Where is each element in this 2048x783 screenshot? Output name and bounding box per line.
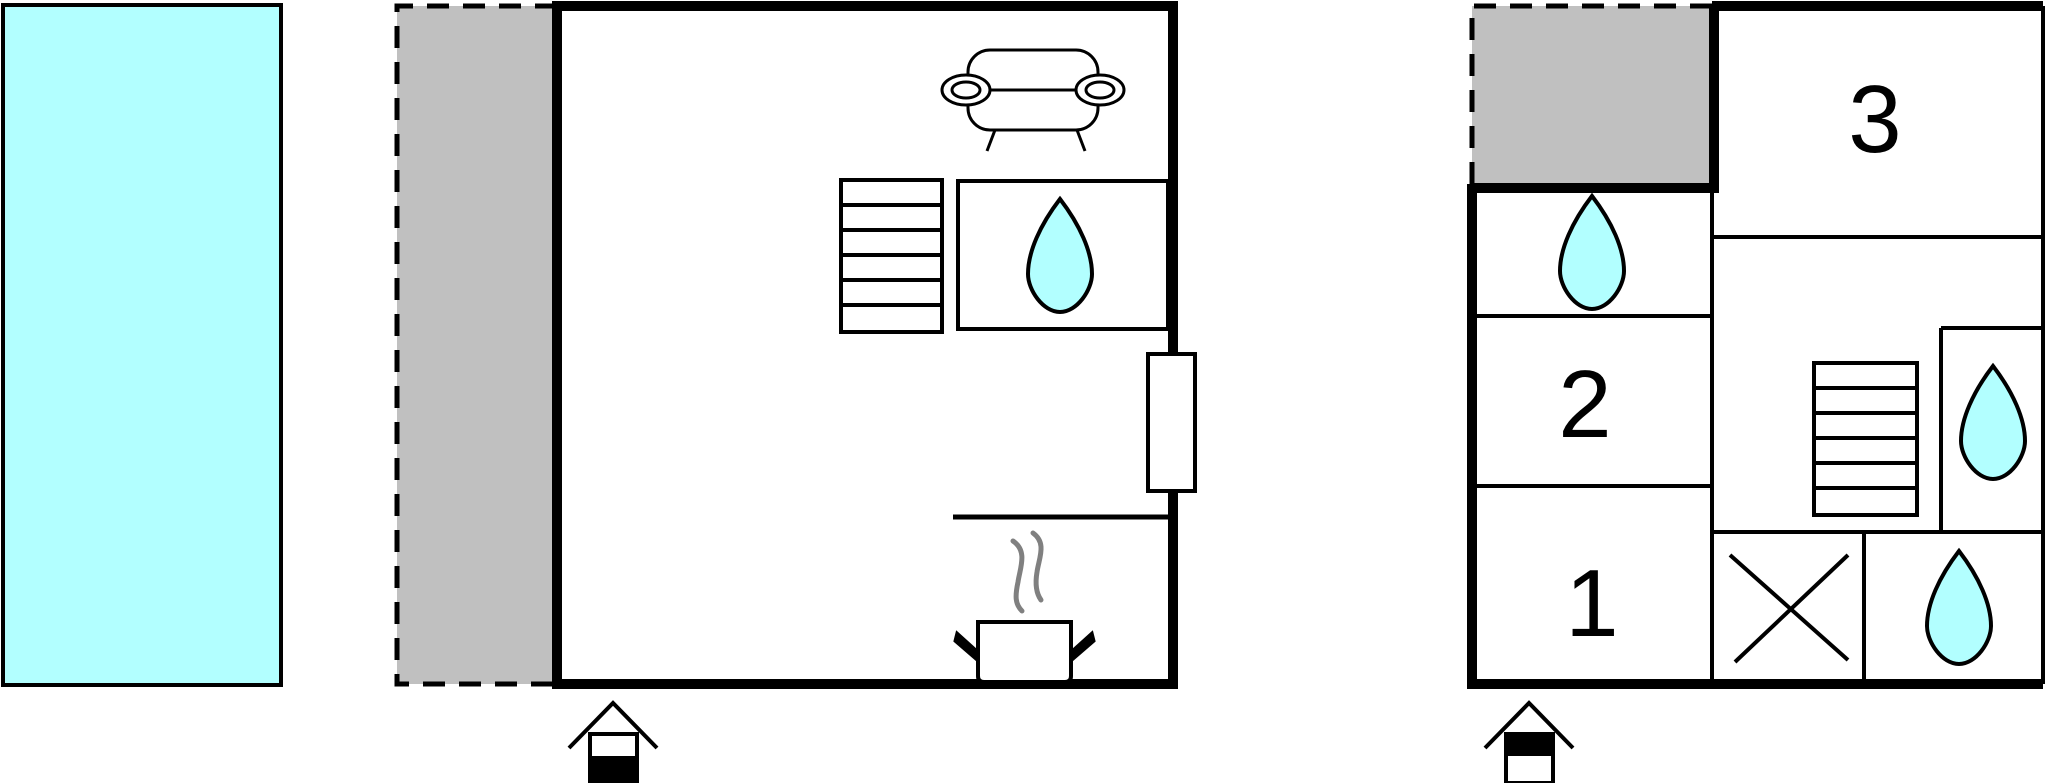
room-number-3: 3 <box>1848 66 1901 173</box>
entrance-house-icon <box>567 700 659 783</box>
floor-1 <box>394 1 1197 783</box>
radiator-icon <box>1812 361 1919 517</box>
pool-area <box>1 3 283 687</box>
entrance-house-icon <box>1483 700 1575 783</box>
sofa-icon <box>940 48 1126 152</box>
cross-icon <box>1728 553 1850 664</box>
water-drop-icon <box>1924 547 1994 667</box>
floor2-inner-walls <box>1472 6 2045 684</box>
steam-icon <box>1010 530 1044 614</box>
radiator-icon <box>839 178 944 334</box>
terrace-outline <box>1469 3 1712 184</box>
terrace-area <box>1472 6 1712 184</box>
water-drop-icon <box>1025 195 1095 315</box>
room-number-1: 1 <box>1565 550 1618 657</box>
floor-2: 3 2 1 <box>1467 1 2045 783</box>
floor1-outer-wall <box>552 1 1178 689</box>
room-number-2: 2 <box>1558 351 1611 458</box>
terrace-outline <box>394 3 557 687</box>
water-drop-icon <box>1557 192 1627 312</box>
terrace-area <box>397 6 557 684</box>
cooking-pot-icon <box>953 620 1096 684</box>
floor2-outer-wall <box>1467 184 2043 689</box>
water-drop-icon <box>1958 362 2028 482</box>
door-icon <box>1146 352 1197 493</box>
